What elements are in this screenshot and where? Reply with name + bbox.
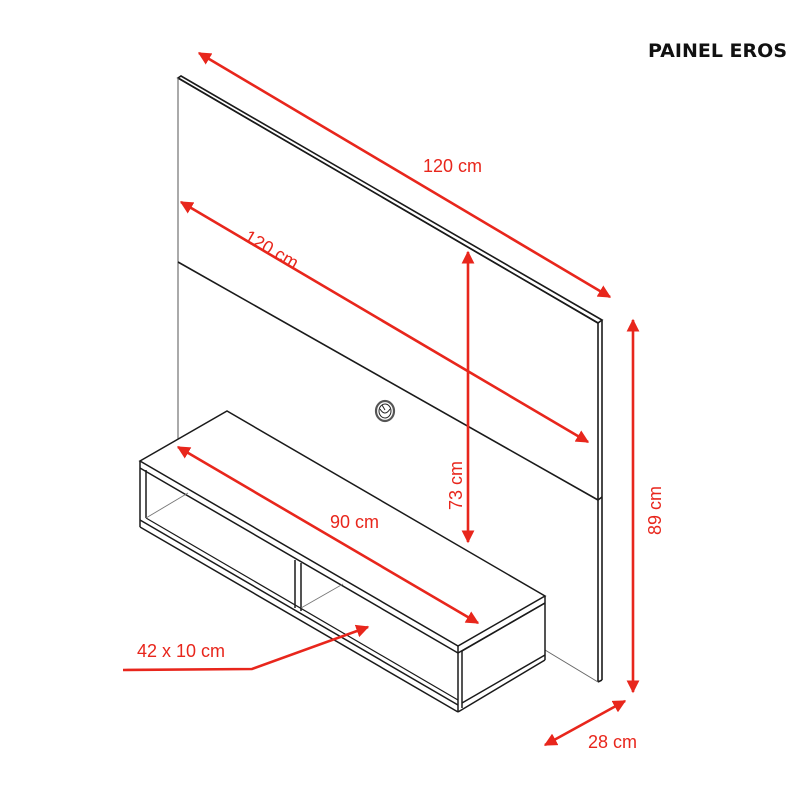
dim-panel-inner-width bbox=[179, 200, 590, 444]
dim-niche-leader bbox=[122, 624, 370, 672]
label-total-height: 89 cm bbox=[645, 486, 665, 535]
dim-depth bbox=[543, 699, 627, 747]
dim-shelf-width bbox=[176, 445, 480, 625]
cable-pass-icon bbox=[374, 399, 396, 423]
label-niche-size: 42 x 10 cm bbox=[137, 641, 225, 661]
floating-shelf bbox=[138, 410, 547, 713]
label-depth: 28 cm bbox=[588, 732, 637, 752]
label-shelf-width: 90 cm bbox=[330, 512, 379, 532]
label-upper-height: 73 cm bbox=[446, 461, 466, 510]
label-panel-top-width: 120 cm bbox=[423, 156, 482, 176]
dim-panel-top-width bbox=[197, 51, 612, 299]
label-panel-inner-width: 120 cm bbox=[241, 226, 302, 273]
diagram-title: PAINEL EROS bbox=[648, 40, 788, 62]
dimension-lines bbox=[122, 51, 640, 747]
